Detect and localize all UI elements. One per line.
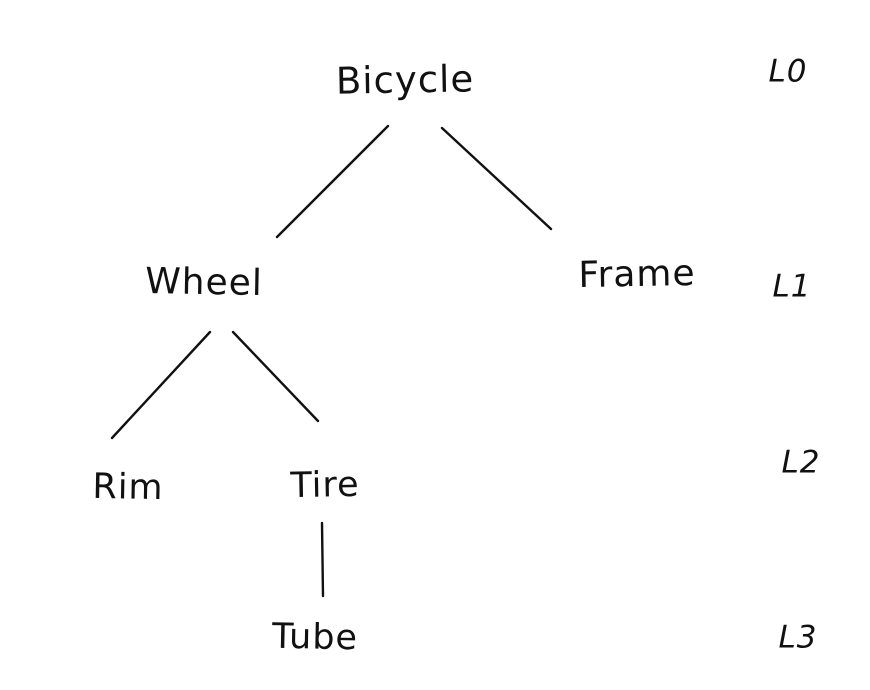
edge-bicycle-frame: [440, 126, 553, 231]
node-tube: Tube: [271, 616, 359, 659]
edge-tire-tube: [320, 521, 325, 598]
level-label-l0: L0: [768, 53, 808, 90]
edge-wheel-tire: [231, 330, 320, 423]
edge-bicycle-wheel: [275, 124, 390, 239]
level-label-l3: L3: [778, 619, 818, 656]
node-frame: Frame: [578, 252, 696, 297]
node-rim: Rim: [92, 466, 164, 509]
level-label-l2: L2: [781, 444, 821, 481]
edge-wheel-rim: [110, 330, 212, 440]
node-wheel: Wheel: [144, 260, 264, 305]
level-label-l1: L1: [772, 268, 812, 305]
node-tire: Tire: [290, 464, 360, 507]
node-bicycle: Bicycle: [335, 57, 475, 103]
